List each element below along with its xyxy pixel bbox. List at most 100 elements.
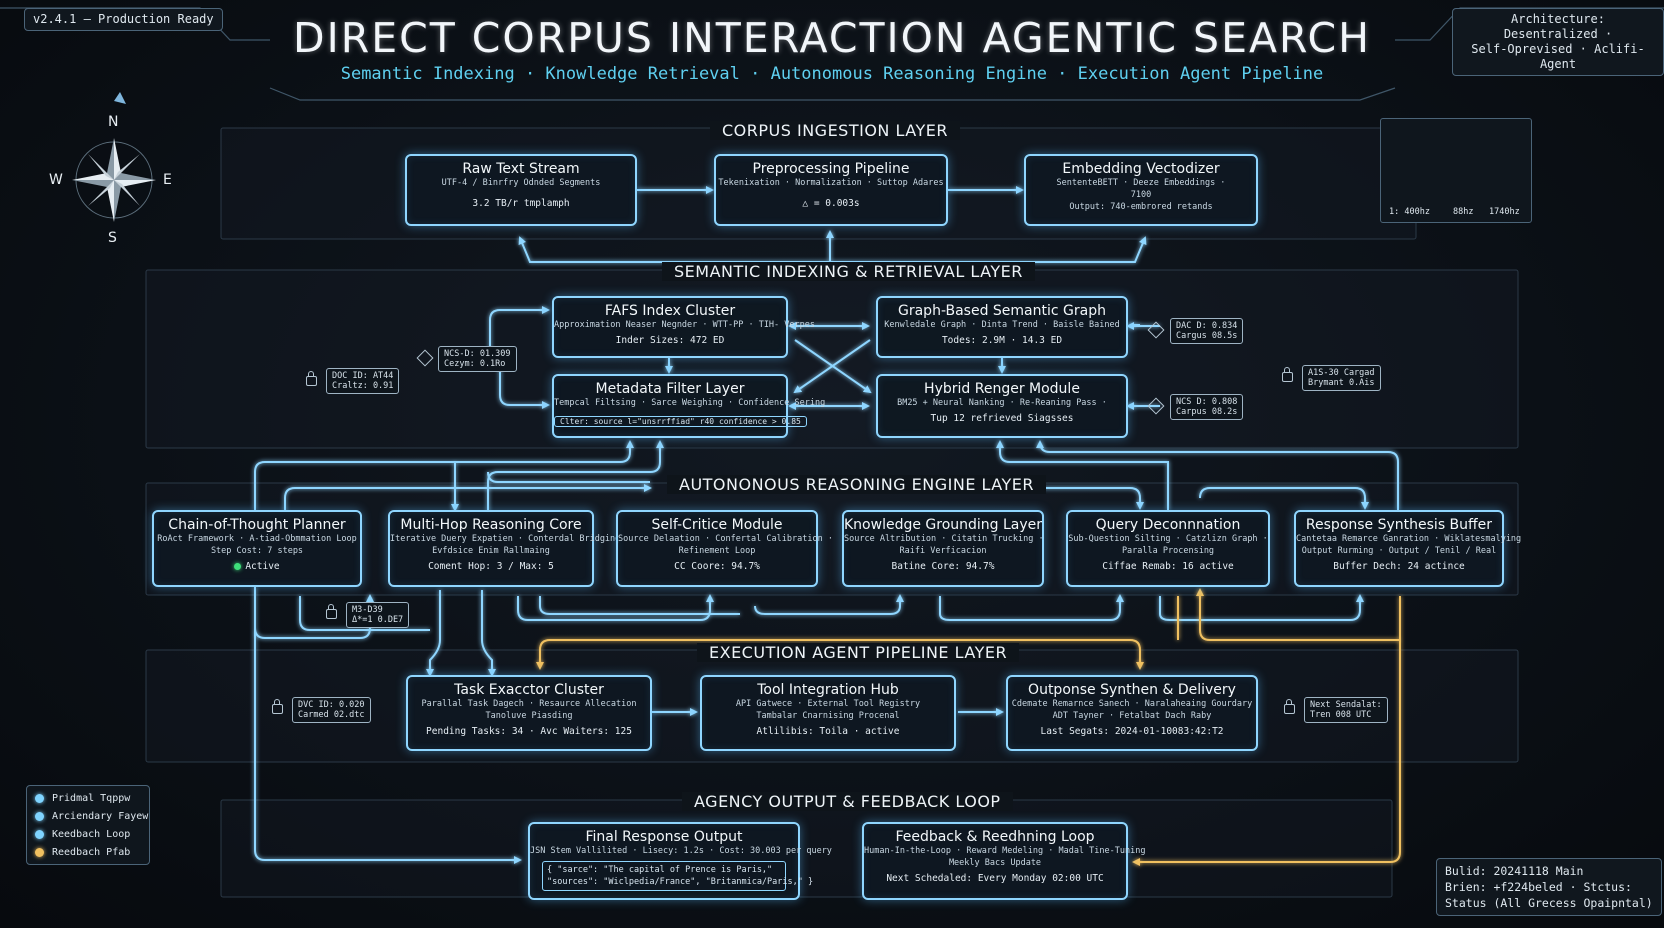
doc-tag: A1S-30 Cargad Brymant 0.Ais — [1302, 365, 1381, 391]
legend-dot-icon — [35, 829, 44, 839]
node-detail: Source Delaation · Confertal Calibration… — [618, 534, 833, 544]
node-detail: RoAct Framework · A-tiad-Obmmation Loop — [157, 534, 357, 544]
page-subtitle: Semantic Indexing · Knowledge Retrieval … — [340, 64, 1324, 84]
node-status: Active — [154, 561, 360, 572]
version-badge: v2.4.1 – Production Ready — [24, 8, 223, 31]
tag-line: Cezym: 0.1Ro — [444, 359, 506, 369]
build-line: Status (All Grecess Opaipntal) — [1445, 896, 1653, 910]
compass-rose — [72, 92, 156, 222]
legend-dot-icon — [35, 793, 44, 803]
node-detail: Iterative Duery Expatien · Conterdal Bri… — [390, 534, 621, 544]
tag-line: Craltz: 0.91 — [332, 381, 394, 391]
node-stat: Inder Sizes: 472 ED — [615, 335, 725, 346]
layer-title-semantic: SEMANTIC INDEXING & RETRIEVAL LAYER — [662, 262, 1035, 281]
node-feedback-loop[interactable]: Feedback & Reedhning Loop Human-In-the-L… — [862, 822, 1146, 900]
doc-tag: Next Sendalat: Tren 008 UTC — [1304, 697, 1388, 723]
tag-line: Cargus 08.5s — [1176, 331, 1238, 341]
legend-label: Keedbach Loop — [52, 829, 131, 840]
waveform-label: 1: 400hz — [1389, 207, 1430, 217]
node-knowledge-grounding[interactable]: Knowledge Grounding Layer Source Altribu… — [842, 510, 1044, 587]
tag-line: NCS D: 0.808 — [1176, 397, 1238, 407]
node-title: Feedback & Reedhning Loop — [895, 829, 1095, 845]
doc-tag: M3-D39 Δ*=1 0.DE7 — [346, 602, 410, 628]
node-stat: Next Schedaled: Every Monday 02:00 UTC — [886, 873, 1104, 884]
node-title: Self-Critice Module — [651, 517, 783, 533]
node-stat: Tup 12 refrieved Siagsses — [930, 413, 1074, 424]
node-response-synthesis[interactable]: Response Synthesis Buffer Cantetaa Remar… — [1294, 510, 1521, 587]
node-preprocessing-pipeline[interactable]: Preprocessing Pipeline Tekenixation · No… — [714, 154, 948, 226]
node-embedding-vectorizer[interactable]: Embedding Vectodizer SententeBETT · Deez… — [1024, 154, 1258, 226]
node-stat: Pending Tasks: 34 · Avc Waiters: 125 — [426, 726, 632, 737]
tag-line: DOC ID: AT44 — [332, 371, 394, 381]
node-chain-of-thought[interactable]: Chain-of-Thought Planner RoAct Framework… — [152, 510, 362, 587]
node-final-response[interactable]: Final Response Output JSN Stem Vallilite… — [528, 822, 832, 900]
lock-icon — [326, 604, 337, 619]
node-title: Tool Integration Hub — [757, 682, 899, 698]
node-title: Outponse Synthen & Delivery — [1028, 682, 1236, 698]
doc-tag: NCS-D: 01.309 Cezym: 0.1Ro — [438, 346, 517, 372]
node-stat: Output: 740-embrored retands — [1069, 202, 1213, 212]
waveform-panel: 1: 400hz 88hz 1740hz — [1380, 118, 1532, 223]
node-title: Metadata Filter Layer — [595, 381, 745, 397]
node-stat: △ = 0.003s — [802, 198, 860, 209]
node-detail: 7100 — [1130, 190, 1152, 200]
node-task-executor[interactable]: Task Exacctor Cluster Parallal Task Dage… — [406, 675, 652, 751]
node-detail: JSN Stem Vallilited · Lisecy: 1.2s · Cos… — [530, 846, 832, 856]
node-metadata-filter[interactable]: Metadata Filter Layer Tempcal Filtsing ·… — [552, 374, 825, 438]
tag-line: DVC ID: 0.020 — [298, 700, 365, 710]
tag-line: A1S-30 Cargad — [1308, 368, 1375, 378]
node-self-critic[interactable]: Self-Critice Module Source Delaation · C… — [616, 510, 833, 587]
node-stat: CC Coore: 94.7% — [674, 561, 760, 572]
node-detail: Tambalar Cnarnising Procenal — [756, 711, 900, 721]
lock-icon — [272, 699, 283, 714]
tag-line: Next Sendalat: — [1310, 700, 1382, 710]
json-line: { "sarce": "The capital of Prence is Par… — [547, 865, 773, 875]
node-detail: Human-In-the-Loop · Reward Medeling · Ma… — [864, 846, 1146, 856]
node-title: Knowledge Grounding Layer — [844, 517, 1043, 533]
legend-dot-icon — [35, 811, 44, 821]
legend-item: Keedbach Loop — [35, 826, 141, 844]
node-stat: Todes: 2.9M · 14.3 ED — [941, 335, 1063, 346]
compass-west: W — [49, 172, 63, 188]
node-fafs-index-cluster[interactable]: FAFS Index Cluster Approximation Neaser … — [552, 296, 815, 358]
node-detail: Step Cost: 7 steps — [210, 546, 304, 556]
node-detail: Approximation Neaser Negnder · WTT-PP · … — [554, 320, 815, 330]
node-raw-text-stream[interactable]: Raw Text Stream UTF-4 / Binrfry Odnded S… — [405, 154, 637, 226]
tag-line: NCS-D: 01.309 — [444, 349, 511, 359]
node-detail: Sub-Question Silting · Catzlizn Graph · — [1068, 534, 1268, 544]
build-line: Brien: +f224beled · Stctus: — [1445, 880, 1632, 894]
tag-line: M3-D39 — [352, 605, 383, 615]
node-detail: Raifi Verficacion — [899, 546, 987, 556]
node-title: Query Deconnnation — [1095, 517, 1241, 533]
node-title: Multi-Hop Reasoning Core — [400, 517, 582, 533]
filter-expression: Clter: source l="unsrrffiad" r40 confide… — [554, 416, 807, 427]
architecture-line-1: Architecture: Desentralized · — [1503, 12, 1613, 41]
legend-label: Arciendary Fayew — [52, 811, 149, 822]
node-hybrid-ranker[interactable]: Hybrid Renger Module BM25 + Neural Nanki… — [876, 374, 1128, 438]
doc-tag: DOC ID: AT44 Craltz: 0.91 — [326, 368, 400, 394]
node-title: Response Synthesis Buffer — [1305, 517, 1493, 533]
node-tool-integration-hub[interactable]: Tool Integration Hub API Gatwece · Exter… — [700, 675, 956, 751]
build-info: Bulid: 20241118 Main Brien: +f224beled ·… — [1436, 858, 1662, 916]
node-graph-semantic[interactable]: Graph-Based Semantic Graph Kenwledale Gr… — [876, 296, 1128, 358]
node-multi-hop[interactable]: Multi-Hop Reasoning Core Iterative Duery… — [388, 510, 621, 587]
waveform-label: 1740hz — [1489, 207, 1520, 217]
node-detail: Source Altribution · Citatin Trucking · — [844, 534, 1044, 544]
node-synthesis-delivery[interactable]: Outponse Synthen & Delivery Cdemate Rema… — [1006, 675, 1258, 751]
node-detail: ADT Tayner · Fetalbat Dach Raby — [1052, 711, 1212, 721]
legend-item: Reedbach Pfab — [35, 844, 141, 862]
node-detail: Tekenixation · Normalization · Suttop Ad… — [718, 178, 944, 188]
compass-south: S — [108, 230, 117, 246]
layer-title-output: AGENCY OUTPUT & FEEDBACK LOOP — [682, 792, 1013, 811]
legend-item: Arciendary Fayew — [35, 808, 148, 826]
tag-line: Tren 008 UTC — [1310, 710, 1372, 720]
tag-line: Carmed 02.dtc — [298, 710, 365, 720]
response-json: { "sarce": "The capital of Prence is Par… — [542, 861, 813, 891]
node-detail: UTF-4 / Binrfry Odnded Segments — [441, 178, 601, 188]
node-detail: Cdemate Remarnce Sanech · Naralaheaing G… — [1011, 699, 1253, 709]
node-detail: Paralla Procensing — [1121, 546, 1215, 556]
node-title: Hybrid Renger Module — [924, 381, 1080, 397]
tag-line: Δ*=1 0.DE7 — [352, 615, 404, 625]
node-query-decomposition[interactable]: Query Deconnnation Sub-Question Silting … — [1066, 510, 1270, 587]
doc-tag: DAC D: 0.834 Cargus 08.5s — [1170, 318, 1244, 344]
